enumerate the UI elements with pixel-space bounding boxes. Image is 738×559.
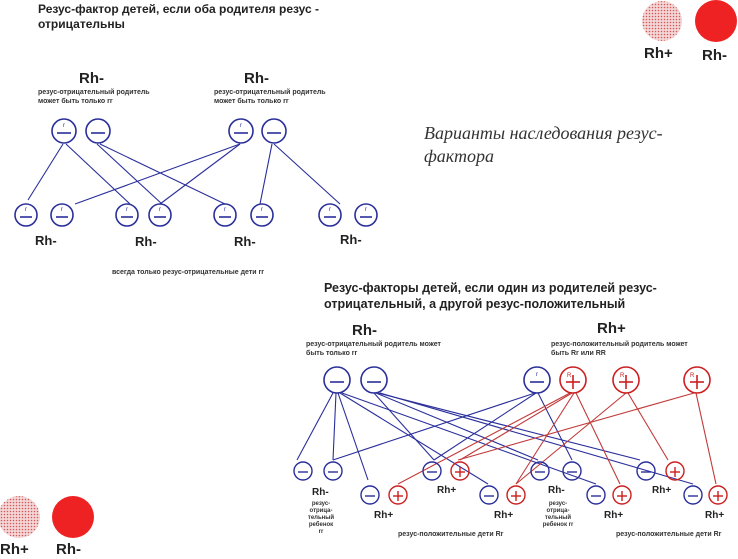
- top-parent-right: r: [228, 118, 287, 144]
- svg-text:r: r: [224, 207, 226, 213]
- bottom-parent-neg-note: резус-отрицательный родитель может быть …: [306, 341, 441, 357]
- svg-text:r: r: [261, 207, 263, 213]
- bottom-red-lines: [397, 392, 717, 485]
- legend-rh-neg-circle-bottom: [52, 496, 94, 538]
- svg-text:r: r: [536, 372, 538, 378]
- legend-rh-pos-label-top: Rh+: [644, 45, 673, 62]
- svg-text:R: R: [690, 373, 695, 379]
- bottom-parent-neg-label: Rh-: [352, 322, 377, 339]
- top-connection-lines: [27, 143, 341, 205]
- bottom-parent-pos-label: Rh+: [597, 320, 626, 337]
- bottom-title: Резус-факторы детей, если один из родите…: [324, 281, 657, 311]
- svg-text:r: r: [240, 123, 242, 129]
- svg-text:r: r: [365, 207, 367, 213]
- bottom-child-rh-2: Rh+: [437, 485, 457, 496]
- bottom-child-rh-3: Rh+: [374, 510, 394, 521]
- bottom-parent-pos-note: резус-положительный родитель может быть …: [551, 341, 688, 357]
- top-child-label-4: Rh-: [340, 232, 362, 247]
- legend-rh-pos-label-bottom: Rh+: [0, 541, 29, 558]
- top-bottom-note: всегда только резус-отрицательные дети r…: [112, 269, 264, 276]
- svg-text:r: r: [126, 207, 128, 213]
- svg-text:r: r: [63, 123, 65, 129]
- bottom-child-rh-7: Rh+: [604, 510, 624, 521]
- bottom-child-rh-6: Rh+: [652, 485, 672, 496]
- legend-rh-neg-label-top: Rh-: [702, 47, 727, 64]
- top-parent-left-label: Rh-: [79, 70, 104, 87]
- svg-text:R: R: [620, 373, 625, 379]
- svg-text:R: R: [567, 373, 572, 379]
- bottom-pos-children-note-1: резус-положительные дети Rr: [398, 531, 504, 538]
- top-child-label-1: Rh-: [35, 233, 57, 248]
- top-child-label-2: Rh-: [135, 234, 157, 249]
- bottom-children-row2: [360, 485, 728, 505]
- allele-r-circle: [51, 118, 77, 144]
- top-parent-right-note: резус-отрицательный родитель может быть …: [214, 89, 326, 105]
- bottom-children-row1: [293, 461, 685, 481]
- bottom-parent-neg: [323, 366, 388, 394]
- bottom-parent-pos-rr: r R: [523, 366, 587, 394]
- legend-rh-pos-circle-top: [642, 1, 682, 41]
- top-parent-left-note: резус-отрицательный родитель может быть …: [38, 89, 150, 105]
- top-children: [14, 203, 378, 227]
- top-parent-right-label: Rh-: [244, 70, 269, 87]
- svg-text:r: r: [159, 207, 161, 213]
- top-child-label-3: Rh-: [234, 234, 256, 249]
- svg-text:r: r: [329, 207, 331, 213]
- legend-rh-neg-label-bottom: Rh-: [56, 541, 81, 558]
- legend-rh-neg-circle-top: [695, 0, 737, 42]
- bottom-child-rh-8: Rh+: [705, 510, 725, 521]
- bottom-neg-child-note-1: резус-отрица-тельный ребенок rr: [307, 501, 335, 535]
- bottom-neg-child-note-2: резус-отрица-тельный ребенок rr: [542, 501, 574, 528]
- bottom-child-rh-4: Rh-: [548, 485, 565, 496]
- bottom-blue-lines: [296, 392, 694, 485]
- bottom-child-rh-1: Rh-: [312, 487, 329, 498]
- legend-rh-pos-circle-bottom: [0, 496, 40, 538]
- side-title: Варианты наследования резус-фактора: [424, 123, 663, 166]
- top-title: Резус-фактор детей, если оба родителя ре…: [38, 2, 320, 31]
- svg-text:r: r: [25, 207, 27, 213]
- svg-text:r: r: [61, 207, 63, 213]
- top-parent-left: r: [51, 118, 111, 144]
- bottom-child-rh-5: Rh+: [494, 510, 514, 521]
- bottom-parent-pos-RR: [612, 366, 711, 394]
- bottom-pos-children-note-2: резус-положительные дети Rr: [616, 531, 722, 538]
